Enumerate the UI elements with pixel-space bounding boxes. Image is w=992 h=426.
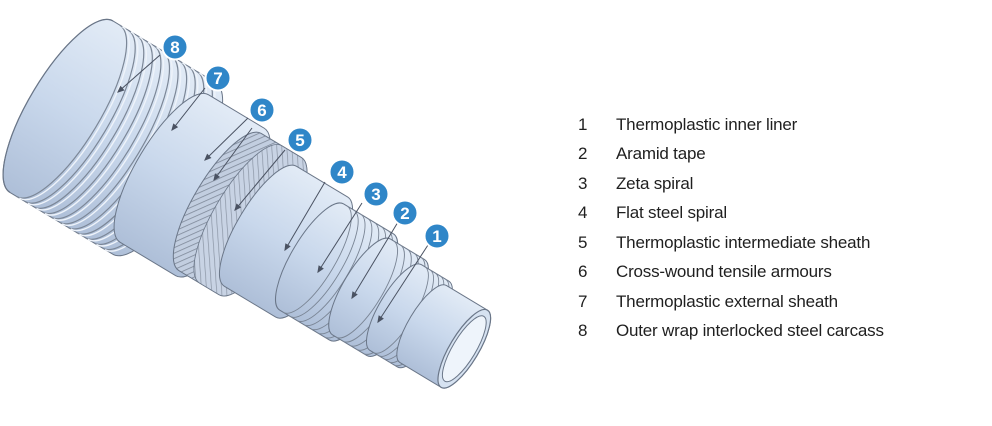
legend-item: 5 Thermoplastic intermediate sheath [578, 228, 978, 258]
leader-line [213, 127, 253, 181]
leader-line [377, 244, 429, 323]
arrow-head [377, 315, 384, 324]
pipe-end-edge [2, 18, 114, 193]
arrow-head [284, 243, 291, 252]
legend-number: 2 [578, 144, 588, 164]
badge-5: 5 [286, 126, 314, 154]
legend-number: 5 [578, 232, 588, 252]
legend-label: Thermoplastic inner liner [616, 114, 798, 134]
arrow-head [234, 203, 242, 211]
legend-label: Zeta spiral [616, 173, 694, 193]
legend-number: 7 [578, 291, 588, 311]
arrow-head [117, 85, 125, 93]
arrow-head [317, 265, 324, 274]
badge-4: 4 [328, 158, 356, 186]
arrow-head [351, 291, 358, 300]
badge-number: 3 [371, 185, 380, 204]
legend-label: Outer wrap interlocked steel carcass [616, 321, 884, 341]
legend-item: 7 Thermoplastic external sheath [578, 287, 978, 317]
arrow-head [213, 173, 221, 182]
badge-circle [328, 158, 356, 186]
legend-number: 8 [578, 321, 588, 341]
inner-liner-layer [396, 284, 492, 389]
leader-line [317, 202, 363, 273]
badge-8: 8 [161, 33, 189, 61]
legend-item: 3 Zeta spiral [578, 169, 978, 199]
leader-line [204, 117, 249, 161]
badge-number: 4 [337, 163, 347, 182]
legend-label: Cross-wound tensile armours [616, 262, 832, 282]
legend-item: 4 Flat steel spiral [578, 199, 978, 229]
outer-carcass-layer [2, 18, 224, 257]
legend-label: Thermoplastic intermediate sheath [616, 232, 871, 252]
legend-number: 6 [578, 262, 588, 282]
badge-number: 8 [170, 38, 179, 57]
leader-line [351, 221, 399, 299]
legend: 1 Thermoplastic inner liner 2 Aramid tape 3 Z… [578, 110, 978, 346]
legend-label: Aramid tape [616, 144, 706, 164]
pipe-layers [2, 18, 492, 389]
badge-circle [423, 222, 451, 250]
badge-circle [362, 180, 390, 208]
badge-number: 7 [213, 69, 222, 88]
flexible-pipe-diagram: 8 7 6 5 4 3 2 1 [2, 18, 492, 389]
badge-number: 2 [400, 204, 409, 223]
badge-circle [248, 96, 276, 124]
leader-arrows [117, 54, 429, 324]
legend-label: Flat steel spiral [616, 203, 727, 223]
leader-line [117, 54, 161, 93]
badge-number: 1 [432, 227, 441, 246]
legend-item: 8 Outer wrap interlocked steel carcass [578, 317, 978, 347]
badge-number: 5 [295, 131, 304, 150]
badge-2: 2 [391, 199, 419, 227]
badge-7: 7 [204, 64, 232, 92]
legend-number: 3 [578, 173, 588, 193]
legend-number: 4 [578, 203, 588, 223]
badge-circle [204, 64, 232, 92]
badge-number: 6 [257, 101, 266, 120]
leader-line [171, 87, 206, 131]
legend-item: 2 Aramid tape [578, 140, 978, 170]
number-badges: 8 7 6 5 4 3 2 1 [161, 33, 451, 250]
badge-6: 6 [248, 96, 276, 124]
badge-3: 3 [362, 180, 390, 208]
badge-circle [391, 199, 419, 227]
badge-circle [286, 126, 314, 154]
arrow-head [171, 123, 179, 132]
leader-line [284, 181, 326, 251]
arrow-head [204, 153, 212, 161]
legend-item: 1 Thermoplastic inner liner [578, 110, 978, 140]
badge-1: 1 [423, 222, 451, 250]
legend-item: 6 Cross-wound tensile armours [578, 258, 978, 288]
legend-number: 1 [578, 114, 588, 134]
legend-label: Thermoplastic external sheath [616, 291, 838, 311]
leader-line [234, 149, 286, 211]
badge-circle [161, 33, 189, 61]
